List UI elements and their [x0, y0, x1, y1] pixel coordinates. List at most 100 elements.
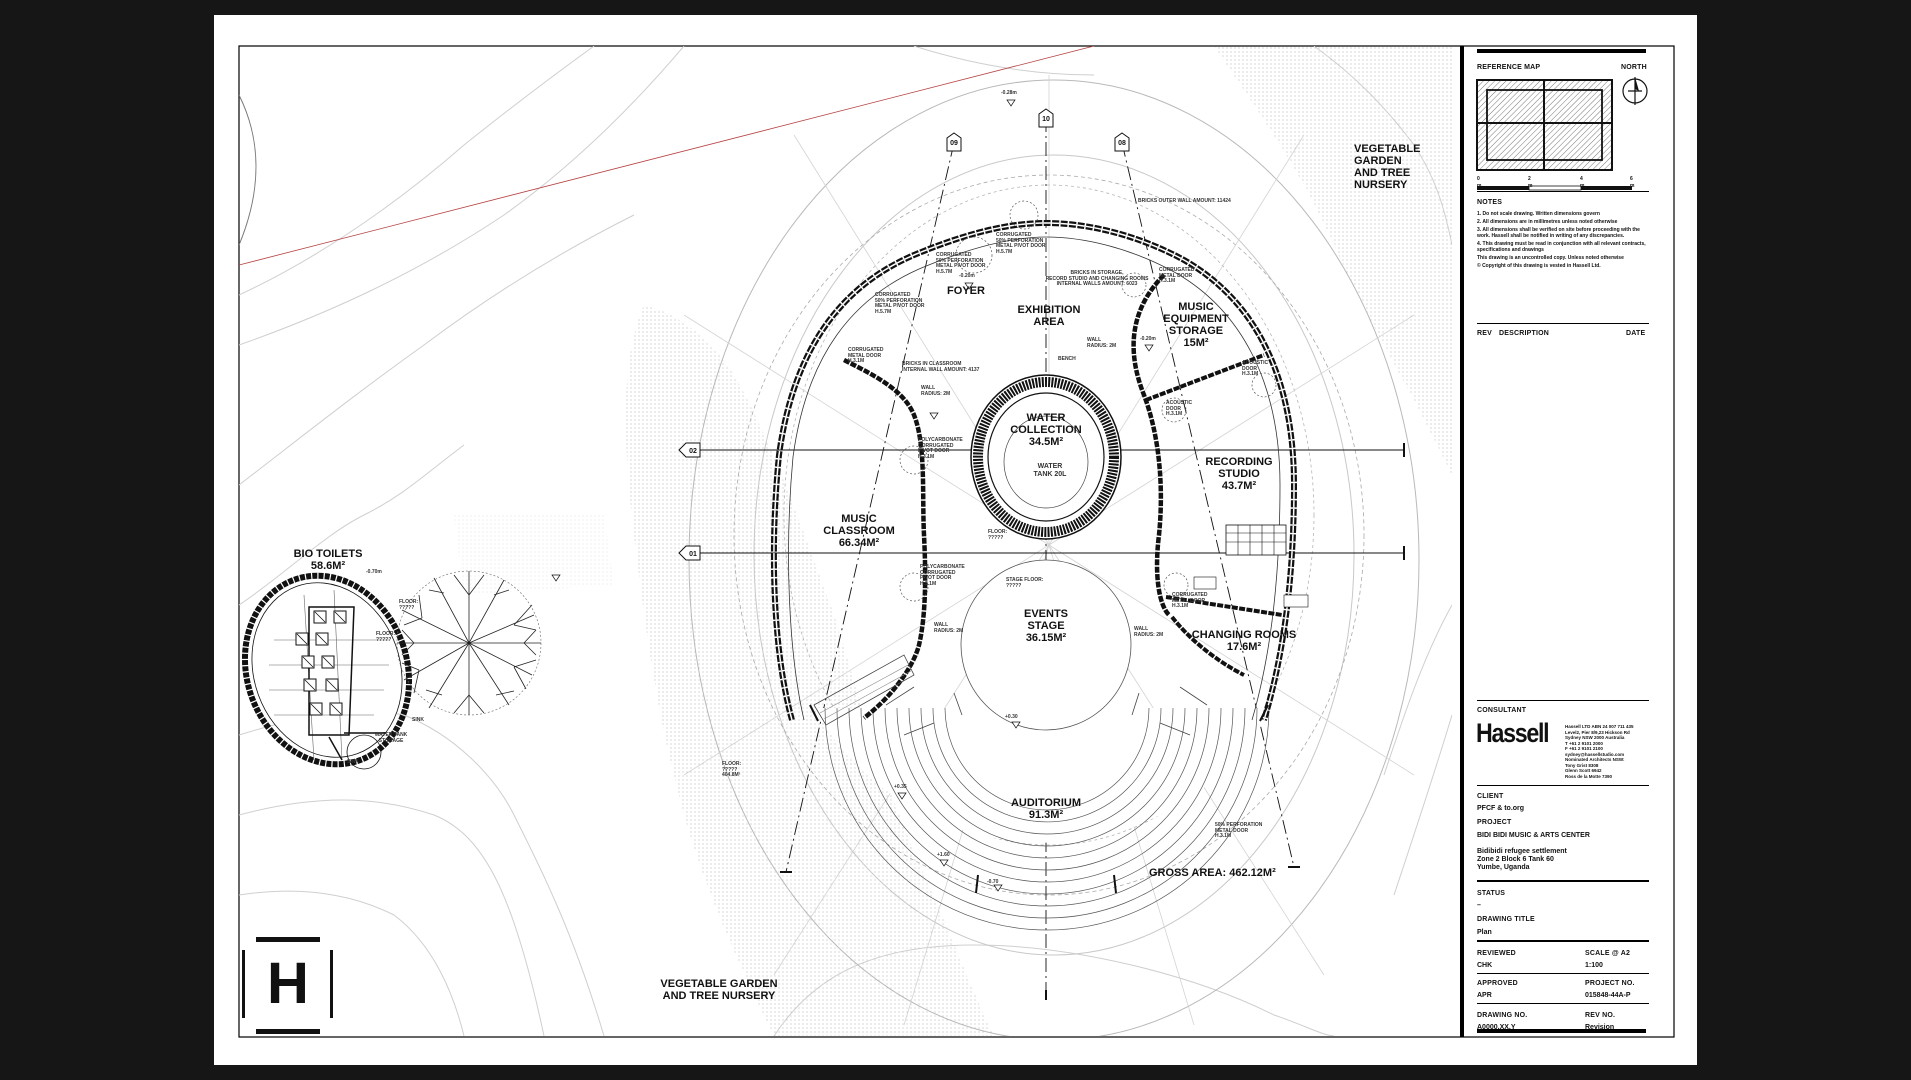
water-tank-label: WATER TANK 20L	[1033, 463, 1067, 478]
client-value: PFCF & to.org	[1477, 805, 1525, 812]
scale-tick-4: 4	[1580, 176, 1583, 182]
north-heading: NORTH	[1621, 64, 1647, 71]
note-floor-c: FLOOR: ?????	[988, 529, 1008, 541]
status-heading: STATUS	[1477, 890, 1506, 897]
scale-tick-6: 6	[1630, 176, 1633, 182]
note-polycarbonate-door-b: POLYCARBONATE CORRUGATED PIVOT DOOR H.3.…	[920, 564, 965, 587]
note-perforated-metal-door: 50% PERFORATION METAL DOOR H.3.1M	[1215, 822, 1263, 839]
project-no-heading: PROJECT NO.	[1585, 980, 1635, 987]
notes-list: 1. Do not scale drawing. Written dimensi…	[1477, 211, 1649, 269]
note-bricks-classroom: BRICKS IN CLASSROOM INTERNAL WALL AMOUNT…	[902, 361, 980, 373]
rev-no-value: Revision	[1585, 1024, 1615, 1031]
site-address: Bidibidi refugee settlement Zone 2 Block…	[1477, 848, 1567, 871]
grid-label-02: 02	[689, 448, 697, 455]
note-floor-b: FLOOR: ?????	[376, 631, 396, 643]
rev-no-heading: REV NO.	[1585, 1012, 1616, 1019]
note-floor-d: FLOOR: ????? 404.8M²	[722, 761, 742, 778]
status-value: –	[1477, 902, 1481, 909]
drawing-frame	[238, 45, 1675, 1038]
grid-label-01: 01	[689, 551, 697, 558]
note-door-corrugated-e: CORRUGATED METAL DOOR H.3.1M	[1159, 267, 1195, 284]
reviewed-value: CHK	[1477, 962, 1493, 969]
scale-bar	[1477, 185, 1632, 191]
grid-label-08: 08	[1118, 140, 1126, 147]
bio-toilets-building	[241, 572, 413, 770]
note-sink-b: SINK	[347, 759, 359, 765]
room-label-exhibition-area: EXHIBITION AREA	[1017, 304, 1081, 328]
notes-heading: NOTES	[1477, 199, 1503, 206]
date-heading: DATE	[1626, 330, 1646, 337]
approved-value: APR	[1477, 992, 1492, 999]
note-wall-radius-c: WALL RADIUS: 2M	[934, 622, 964, 634]
consultant-info: Hassell LTD ABN 24 007 711 435 Level2, P…	[1565, 724, 1634, 779]
note-bricks-storage: BRICKS IN STORAGE, RECORD STUDIO AND CHA…	[1045, 270, 1149, 287]
note-line-4: 4. This drawing must be read in conjunct…	[1477, 241, 1646, 253]
drawing-no-heading: DRAWING NO.	[1477, 1012, 1528, 1019]
scale-unit-2: m	[1528, 183, 1533, 189]
level-marker-a: -0.70m	[366, 569, 382, 575]
level-marker-c: -0.20m	[959, 273, 975, 279]
note-polycarbonate-door-a: POLYCARBONATE CORRUGATED PIVOT DOOR H.3.…	[918, 437, 963, 460]
note-door-corrugated-d: CORRUGATED METAL DOOR H.3.1M	[848, 347, 884, 364]
description-heading: DESCRIPTION	[1499, 330, 1550, 337]
main-building	[551, 99, 1309, 931]
level-marker-h: +1.60	[937, 852, 950, 858]
consultant-heading: CONSULTANT	[1477, 707, 1527, 714]
level-marker-b: -0.28m	[1001, 90, 1017, 96]
logo-letter: H	[267, 951, 309, 1016]
note-bench: BENCH	[1058, 356, 1076, 362]
level-marker-g: -0.70	[987, 879, 999, 885]
scale-value: 1:100	[1585, 962, 1603, 969]
gross-area-label: GROSS AREA: 462.12M²	[1149, 867, 1276, 879]
reviewed-heading: REVIEWED	[1477, 950, 1516, 957]
room-label-foyer: FOYER	[947, 285, 985, 297]
project-value: BIDI BIDI MUSIC & ARTS CENTER	[1477, 832, 1590, 839]
rev-heading: REV	[1477, 330, 1492, 337]
note-water-tank-storage: WATER TANK STORAGE	[374, 732, 408, 744]
note-door-corrugated-a: CORRUGATED 50% PERFORATION METAL PIVOT D…	[996, 232, 1046, 255]
scale-heading: SCALE @ A2	[1585, 950, 1631, 957]
floor-plan-drawing: 02 01 10 09 08	[238, 45, 1675, 1038]
note-acoustic-door-a: ACOUSTIC DOOR H.3.1M	[1242, 360, 1269, 377]
project-heading: PROJECT	[1477, 819, 1512, 826]
scale-unit-0: m	[1477, 183, 1482, 189]
note-stage-floor: STAGE FLOOR: ?????	[1006, 577, 1044, 589]
note-line-1: 1. Do not scale drawing. Written dimensi…	[1477, 211, 1600, 217]
note-bricks-outer: BRICKS OUTER WALL AMOUNT: 11424	[1138, 198, 1231, 204]
level-marker-d: -0.20m	[1140, 336, 1156, 342]
scale-unit-4: m	[1580, 183, 1585, 189]
hassell-h-logo	[242, 937, 333, 1034]
reference-map	[1476, 77, 1648, 171]
grid-label-10: 10	[1042, 116, 1050, 123]
drawing-title-value: Plan	[1477, 929, 1492, 936]
note-wall-radius-a: WALL RADIUS: 2M	[921, 385, 951, 397]
note-wall-radius-d: WALL RADIUS: 2M	[1134, 626, 1164, 638]
note-sink-a: SINK	[412, 717, 424, 723]
drawing-no-value: A0000.XX.Y	[1477, 1024, 1516, 1031]
client-heading: CLIENT	[1477, 793, 1504, 800]
note-floor-a: FLOOR: ?????	[399, 599, 419, 611]
title-block: REFERENCE MAP NORTH 0 2 4 6 m m m m NOTE…	[1465, 45, 1659, 1053]
site-context	[239, 46, 1452, 1036]
vegetable-garden-label-top: VEGETABLE GARDEN AND TREE NURSERY	[1354, 143, 1421, 191]
approved-heading: APPROVED	[1477, 980, 1518, 987]
note-line-3: 3. All dimensions shall be verified on s…	[1477, 227, 1640, 239]
note-acoustic-door-b: ACOUSTIC DOOR H.3.1M	[1166, 400, 1193, 417]
note-wall-radius-b: WALL RADIUS: 2M	[1087, 337, 1117, 349]
level-marker-e: +0.35	[894, 784, 907, 790]
grid-bubbles	[678, 108, 1130, 561]
note-door-corrugated-c: CORRUGATED 50% PERFORATION METAL PIVOT D…	[875, 292, 925, 315]
note-line-6: © Copyright of this drawing is vested in…	[1477, 263, 1601, 269]
tree-symbol	[396, 570, 542, 716]
note-door-corrugated-b: CORRUGATED 50% PERFORATION METAL PIVOT D…	[936, 252, 986, 275]
scale-unit-6: m	[1630, 183, 1635, 189]
note-line-2: 2. All dimensions are in millimetres unl…	[1477, 219, 1618, 225]
note-line-5: This drawing is an uncontrolled copy. Un…	[1477, 255, 1624, 261]
